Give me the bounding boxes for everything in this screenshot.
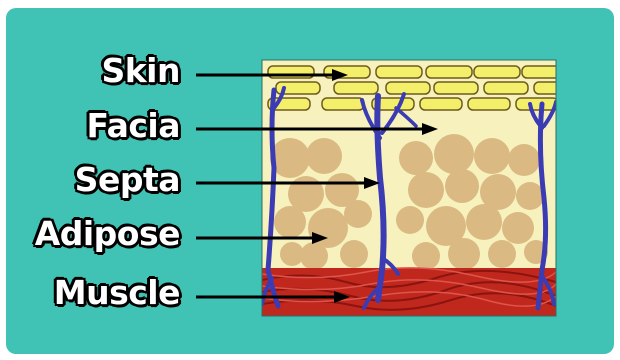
skin-cell: [426, 66, 472, 78]
fat-globule: [399, 141, 433, 175]
fat-globule: [396, 206, 424, 234]
fat-globule: [408, 172, 444, 208]
fat-globule: [274, 206, 306, 238]
label-facia: Facia: [10, 107, 180, 145]
fat-globule: [445, 169, 479, 203]
tissue-block: [262, 60, 578, 316]
fat-globule: [280, 242, 304, 266]
skin-cell: [386, 82, 430, 94]
skin-cell: [516, 98, 558, 110]
fat-globule: [488, 240, 516, 268]
fat-globule: [502, 212, 534, 244]
fat-globule: [508, 144, 540, 176]
fat-globule: [344, 200, 372, 228]
fat-globule: [516, 182, 544, 210]
muscle-layer: [262, 268, 556, 316]
fat-globule: [300, 242, 328, 270]
skin-cell: [474, 66, 520, 78]
skin-cell: [434, 82, 478, 94]
label-muscle: Muscle: [10, 274, 180, 312]
skin-cell: [322, 98, 364, 110]
skin-cell: [420, 98, 462, 110]
fat-globule: [340, 240, 368, 268]
skin-cell: [376, 66, 422, 78]
diagram-panel: Skin Facia Septa Adipose Muscle: [6, 8, 614, 354]
skin-cell: [484, 82, 528, 94]
fat-globule: [434, 134, 474, 174]
fat-globule: [412, 242, 440, 270]
skin-cell: [334, 82, 378, 94]
label-adipose: Adipose: [10, 215, 180, 253]
skin-cell: [468, 98, 510, 110]
label-skin: Skin: [10, 52, 180, 90]
fat-globule: [466, 204, 502, 240]
fat-globule: [306, 138, 342, 174]
fat-globule: [448, 238, 480, 270]
fat-globule: [474, 138, 510, 174]
label-septa: Septa: [10, 161, 180, 199]
